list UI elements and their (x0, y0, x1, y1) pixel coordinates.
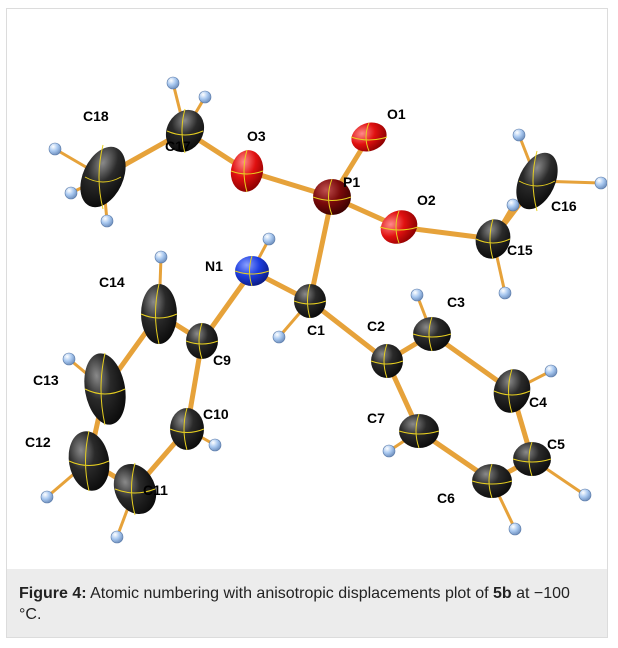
hydrogen-atom (382, 444, 396, 458)
atom-c1 (294, 284, 326, 318)
hydrogen-atom (64, 186, 78, 200)
atom-c14 (141, 284, 177, 344)
atom-label: C1 (307, 322, 325, 338)
atom-label: C13 (33, 372, 59, 388)
figure: O1 O3 P1 O2 C18 C17 C16 C15 N1 C1 C2 C3 … (6, 8, 608, 638)
atom-c6 (472, 464, 512, 498)
atom-n1 (235, 256, 269, 286)
heavy-atoms (68, 109, 558, 515)
hydrogen-atom (506, 198, 520, 212)
atom-o2 (380, 210, 418, 244)
atom-label: P1 (343, 174, 360, 190)
atom-label: C2 (367, 318, 385, 334)
hydrogen-atom (198, 90, 212, 104)
hydrogen-atom (166, 76, 180, 90)
atom-c5 (513, 442, 551, 476)
ortep-diagram: O1 O3 P1 O2 C18 C17 C16 C15 N1 C1 C2 C3 … (25, 76, 607, 544)
atom-label: C11 (143, 482, 168, 498)
caption-text: Atomic numbering with anisotropic displa… (86, 585, 493, 602)
atom-o1 (351, 122, 387, 152)
atom-c11 (113, 463, 157, 515)
atom-label: C6 (437, 490, 455, 506)
atom-c12 (68, 431, 110, 491)
atom-c7 (399, 414, 439, 448)
compound-label: 5b (492, 585, 512, 602)
atom-c18 (80, 146, 126, 208)
hydrogen-atom (272, 330, 286, 344)
atom-label: C7 (367, 410, 385, 426)
principal-axes (68, 108, 556, 516)
hydrogen-atom (110, 530, 124, 544)
hydrogen-atom (48, 142, 62, 156)
atom-c13 (84, 353, 126, 425)
atom-c2 (371, 344, 403, 378)
atom-label: O2 (417, 192, 436, 208)
atom-label: C16 (551, 198, 577, 214)
atom-label: C15 (507, 242, 533, 258)
atom-label: C4 (529, 394, 547, 410)
hydrogen-atom (40, 490, 54, 504)
atom-label: C18 (83, 108, 109, 124)
hydrogen-atom (208, 438, 222, 452)
hydrogen-atom (154, 250, 168, 264)
hydrogen-atom (512, 128, 526, 142)
hydrogen-atom (544, 364, 558, 378)
atom-p1 (313, 179, 351, 215)
atom-c4 (493, 369, 531, 413)
atom-label: C10 (203, 406, 229, 422)
atom-c17 (165, 109, 205, 153)
hydrogen-atom (498, 286, 512, 300)
hydrogen-atom (578, 488, 592, 502)
atom-label: C5 (547, 436, 565, 452)
atom-o3 (230, 150, 264, 192)
atom-c15 (475, 219, 511, 259)
atom-c10 (170, 408, 204, 450)
figure-caption: Figure 4: Atomic numbering with anisotro… (7, 569, 607, 637)
atom-c3 (413, 317, 451, 351)
atom-label: C3 (447, 294, 465, 310)
hydrogen-atom (410, 288, 424, 302)
hydrogen-atom (594, 176, 607, 190)
atom-label: O3 (247, 128, 266, 144)
atom-labels: O1 O3 P1 O2 C18 C17 C16 C15 N1 C1 C2 C3 … (25, 106, 577, 506)
hydrogen-atom (62, 352, 76, 366)
caption-text-end: at −100 °C. (19, 585, 570, 623)
hydrogen-atom (262, 232, 276, 246)
hydrogen-atom (100, 214, 114, 228)
atom-label: C9 (213, 352, 231, 368)
atom-c16 (516, 152, 558, 210)
atom-label: C12 (25, 434, 51, 450)
atom-label: C14 (99, 274, 125, 290)
figure-label: Figure 4: (19, 585, 87, 602)
atom-c9 (186, 323, 218, 359)
hydrogen-atom (508, 522, 522, 536)
hydrogens (40, 76, 607, 544)
atom-label: N1 (205, 258, 223, 274)
atom-label: O1 (387, 106, 406, 122)
atom-label: C17 (165, 138, 191, 154)
